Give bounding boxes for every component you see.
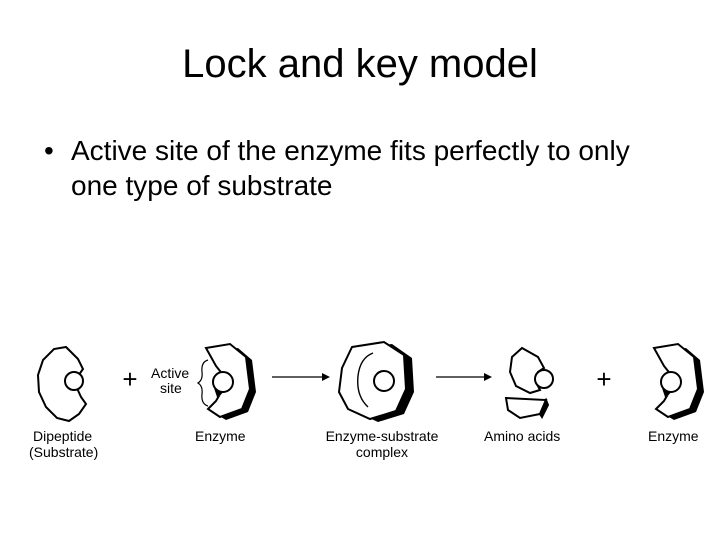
reaction-arrow-1 (272, 373, 330, 381)
active-site-brace (196, 359, 209, 407)
substrate-label: (Substrate) (29, 444, 98, 460)
enzyme-shape-1 (204, 342, 256, 420)
dipeptide-label: Dipeptide (33, 428, 92, 444)
reaction-arrow-2 (436, 373, 492, 381)
plus-operator-1: + (122, 364, 137, 394)
bullet-symbol: • (44, 135, 54, 166)
amino-acids-label: Amino acids (484, 428, 560, 444)
bullet-list: • Active site of the enzyme fits perfect… (44, 133, 684, 203)
dipeptide-substrate-shape (36, 345, 88, 423)
bullet-text: Active site of the enzyme fits perfectly… (71, 135, 630, 201)
enzyme-reaction-diagram: + Active site + Dipeptide (Subs (29, 340, 704, 460)
amino-acids-products-shape (504, 346, 554, 420)
slide-title: Lock and key model (182, 42, 538, 86)
complex-label-line2: complex (356, 444, 408, 460)
plus-operator-2: + (596, 364, 611, 394)
active-site-label-line1: Active (151, 365, 189, 381)
bullet-item: • Active site of the enzyme fits perfect… (44, 133, 684, 203)
enzyme-shape-2 (652, 342, 704, 420)
active-site-label-line2: site (160, 380, 182, 396)
enzyme-substrate-complex-shape (337, 340, 414, 422)
complex-label-line1: Enzyme-substrate (326, 428, 439, 444)
enzyme-label-2: Enzyme (648, 428, 699, 444)
enzyme-label-1: Enzyme (195, 428, 246, 444)
